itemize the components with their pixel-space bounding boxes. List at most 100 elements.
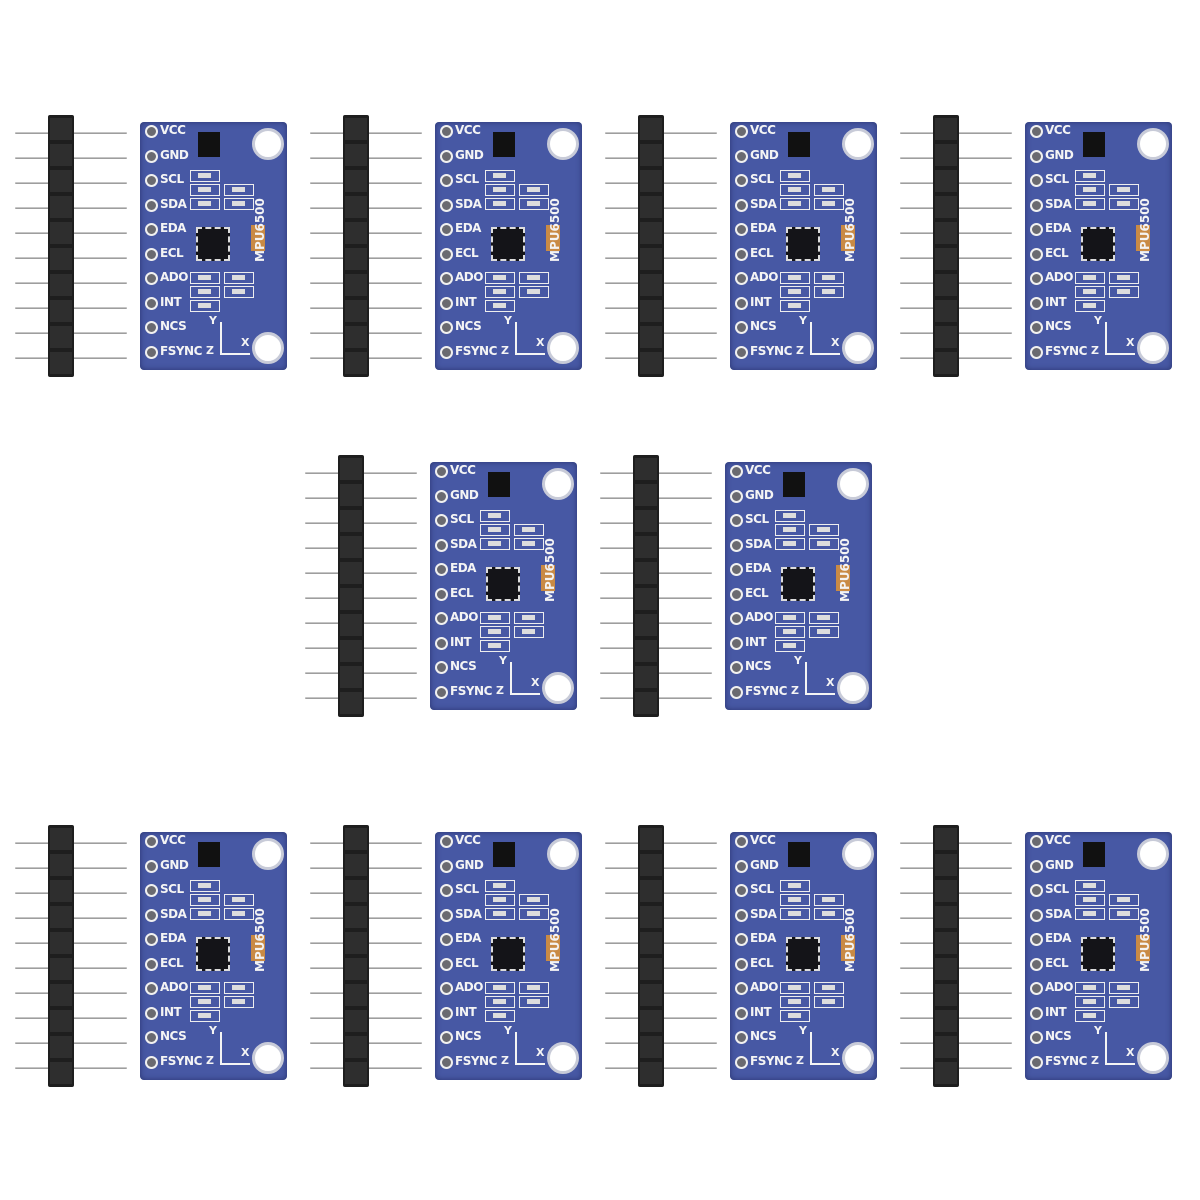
pin-label: ECL xyxy=(160,245,184,260)
pin-pad xyxy=(735,272,748,285)
pin-label: SCL xyxy=(450,512,474,526)
pin-pad xyxy=(1030,1006,1043,1020)
pin-label: ADO xyxy=(745,610,773,624)
pin-label: ADO xyxy=(450,610,478,624)
pin-label: SCL xyxy=(160,172,184,186)
pin-pad xyxy=(435,612,448,625)
pin-pad xyxy=(730,587,743,601)
pin-pad xyxy=(145,1055,158,1069)
pin-pad xyxy=(735,1006,748,1020)
axis-label-y: Y xyxy=(499,654,507,667)
pin-label: VCC xyxy=(1045,833,1071,847)
pin-pad xyxy=(1030,272,1043,285)
regulator-chip xyxy=(488,472,510,497)
pin-label: GND xyxy=(160,857,189,872)
pin-label: EDA xyxy=(750,221,776,235)
pin-pad xyxy=(1030,982,1043,995)
pin-label: VCC xyxy=(450,463,476,477)
pin-label: FSYNC xyxy=(750,343,792,358)
pin-pad xyxy=(735,957,748,971)
pin-pad xyxy=(730,612,743,625)
axis-label-z: Z xyxy=(206,1054,214,1067)
pin-label: GND xyxy=(455,147,484,162)
regulator-chip xyxy=(1083,842,1105,867)
mounting-hole xyxy=(542,672,574,704)
pin-label: INT xyxy=(450,634,472,649)
pin-label: FSYNC xyxy=(455,1053,497,1068)
pin-header xyxy=(638,825,664,1087)
pin-pad xyxy=(735,174,748,187)
mounting-hole xyxy=(837,468,869,500)
pin-label: INT xyxy=(160,1004,182,1019)
axis-label-x: X xyxy=(1126,336,1135,349)
pin-pad xyxy=(1030,1031,1043,1044)
chip-label: MPU6500 xyxy=(843,908,857,972)
pin-pad xyxy=(735,859,748,873)
regulator-chip xyxy=(198,842,220,867)
pin-header xyxy=(933,825,959,1087)
pin-label: EDA xyxy=(450,561,476,575)
pin-pad xyxy=(435,514,448,527)
pin-label: INT xyxy=(160,294,182,309)
pin-label: NCS xyxy=(160,1029,187,1043)
mpu6500-chip xyxy=(491,227,525,261)
pin-pad xyxy=(145,198,158,212)
pin-pad xyxy=(730,685,743,699)
mounting-hole xyxy=(252,128,284,160)
pin-pad xyxy=(145,835,158,848)
mounting-hole xyxy=(842,1042,874,1074)
pin-label: EDA xyxy=(745,561,771,575)
pin-label: EDA xyxy=(1045,931,1071,945)
regulator-chip xyxy=(1083,132,1105,157)
pin-label: NCS xyxy=(1045,319,1072,333)
pin-label: INT xyxy=(750,1004,772,1019)
pin-pad xyxy=(735,1055,748,1069)
pin-label: NCS xyxy=(745,659,772,673)
axis-label-x: X xyxy=(826,676,835,689)
pin-pad xyxy=(145,247,158,261)
pin-label: SDA xyxy=(160,906,187,921)
mounting-hole xyxy=(542,468,574,500)
capacitor xyxy=(546,225,560,251)
pin-label: ADO xyxy=(455,980,483,994)
pin-pad xyxy=(440,125,453,138)
pin-label: SDA xyxy=(750,196,777,211)
pin-pad xyxy=(145,223,158,236)
pin-pad xyxy=(735,933,748,946)
pin-pad xyxy=(435,636,448,650)
pin-label: NCS xyxy=(750,1029,777,1043)
pin-label: SDA xyxy=(450,536,477,551)
axis-label-x: X xyxy=(536,336,545,349)
pin-label: NCS xyxy=(160,319,187,333)
axis-label-z: Z xyxy=(796,1054,804,1067)
axis-label-y: Y xyxy=(209,1024,217,1037)
pin-label: FSYNC xyxy=(1045,343,1087,358)
pin-pad xyxy=(440,296,453,310)
pin-pad xyxy=(1030,835,1043,848)
pin-label: SDA xyxy=(455,906,482,921)
capacitor xyxy=(1136,935,1150,961)
pin-label: ADO xyxy=(750,980,778,994)
pin-label: INT xyxy=(745,634,767,649)
pin-pad xyxy=(440,345,453,359)
capacitor xyxy=(841,935,855,961)
pin-pad xyxy=(440,908,453,922)
mpu6500-chip xyxy=(786,937,820,971)
capacitor xyxy=(841,225,855,251)
mounting-hole xyxy=(842,332,874,364)
axis-label-z: Z xyxy=(501,1054,509,1067)
mounting-hole xyxy=(252,1042,284,1074)
pin-pad xyxy=(145,296,158,310)
mpu6500-chip xyxy=(491,937,525,971)
pin-label: FSYNC xyxy=(160,343,202,358)
pin-label: SCL xyxy=(1045,882,1069,896)
pin-pad xyxy=(145,174,158,187)
pin-pad xyxy=(435,563,448,576)
